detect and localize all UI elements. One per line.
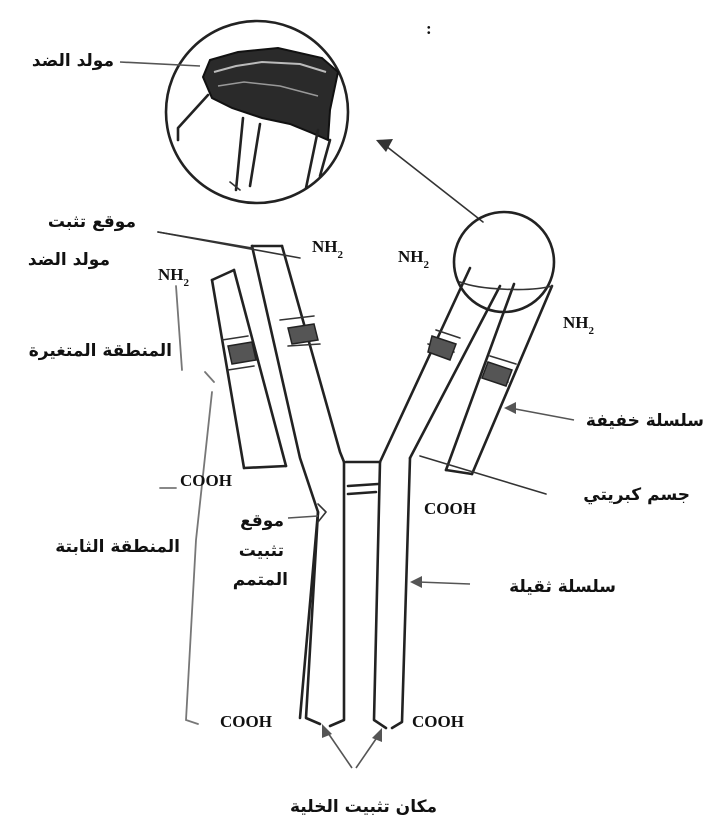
complement-site-label-line2: تثبيت bbox=[239, 541, 284, 561]
cell-binding-site-label: مكان تثبيت الخلية bbox=[290, 797, 437, 817]
antigen-label: مولد الضد bbox=[32, 51, 114, 71]
cooh-label-bottom-left: COOH bbox=[220, 712, 272, 731]
nh2-label-right: NH2 bbox=[563, 313, 595, 337]
variable-region-label: المنطقة المتغيرة bbox=[29, 341, 172, 361]
complement-site-label-line3: المتمم bbox=[233, 570, 288, 590]
header-colon: : bbox=[426, 19, 432, 38]
disulfide-bridge-label: جسم كبريتي bbox=[583, 485, 690, 505]
nh2-label-top-center: NH2 bbox=[312, 237, 344, 261]
nh2-label-left: NH2 bbox=[158, 265, 190, 289]
antigen-magnified-view bbox=[166, 21, 348, 203]
cooh-label-bottom-right: COOH bbox=[412, 712, 464, 731]
complement-site-label-line1: موقع bbox=[240, 511, 284, 531]
cooh-label-right-light: COOH bbox=[424, 499, 476, 518]
cooh-label-left-light: COOH bbox=[180, 471, 232, 490]
light-chain-label: سلسلة خفيفة bbox=[586, 411, 704, 431]
antigen-binding-site-label-line2: مولد الضد bbox=[28, 250, 110, 270]
constant-region-label: المنطقة الثابتة bbox=[55, 537, 180, 557]
nh2-label-top-right: NH2 bbox=[398, 247, 430, 271]
antibody-structure bbox=[212, 212, 554, 728]
heavy-chain-label: سلسلة ثقيلة bbox=[509, 577, 616, 597]
antigen-binding-site-label-line1: موقع تثبت bbox=[48, 212, 136, 232]
